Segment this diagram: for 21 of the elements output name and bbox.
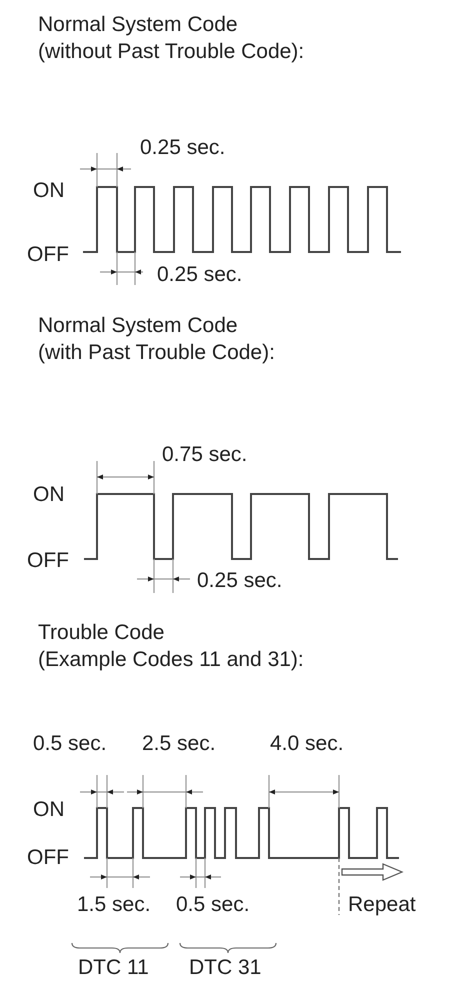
brace-label: DTC 31 xyxy=(189,956,262,980)
dimension-label: 4.0 sec. xyxy=(270,732,344,756)
dimension-label: 1.5 sec. xyxy=(77,893,151,917)
level-label: ON xyxy=(33,483,64,507)
repeat-label: Repeat xyxy=(348,893,416,917)
section-heading: Trouble Code (Example Codes 11 and 31): xyxy=(38,620,304,673)
dimension-label: 0.5 sec. xyxy=(33,732,107,756)
dimension-label: 0.75 sec. xyxy=(162,443,248,467)
dimension-label: 0.25 sec. xyxy=(197,569,282,593)
brace-label: DTC 11 xyxy=(78,956,149,980)
dimension-label: 0.25 sec. xyxy=(140,136,226,160)
dimension-label: 0.25 sec. xyxy=(157,263,242,287)
level-label: OFF xyxy=(27,846,69,870)
dimension-label: 2.5 sec. xyxy=(142,732,216,756)
level-label: ON xyxy=(33,179,64,203)
section-heading: Normal System Code (without Past Trouble Code): xyxy=(38,12,304,65)
level-label: OFF xyxy=(27,243,69,267)
level-label: ON xyxy=(33,798,64,822)
dimension-label: 0.5 sec. xyxy=(176,893,250,917)
level-label: OFF xyxy=(27,549,69,573)
section-heading: Normal System Code (with Past Trouble Code): xyxy=(38,313,275,366)
